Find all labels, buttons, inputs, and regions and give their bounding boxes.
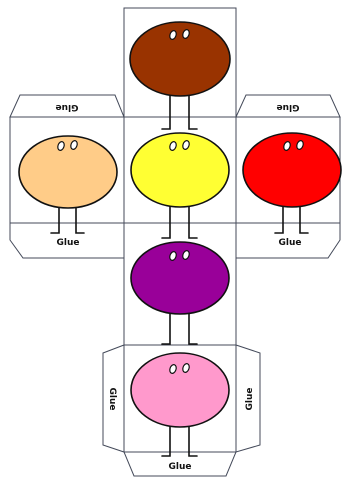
creature-yellow [130,132,230,239]
creature-leg [75,203,85,234]
creature-leg [50,203,60,234]
creature-body [129,21,231,97]
creature-leg [299,203,309,234]
left-bottom-tab [9,222,125,259]
creature-eye [169,251,177,261]
glue-label-side-left: Glue [107,388,117,411]
creature-body [18,135,118,209]
creature-leg [188,203,198,239]
creature-eye [296,140,304,150]
creature-eye [169,364,177,374]
creature-leg [161,309,171,345]
glue-label-left-bottom: Glue [57,238,80,248]
creature-body [130,352,230,428]
creature-leg [188,91,198,130]
creature-body [242,132,342,208]
glue-label-side-right: Glue [245,388,255,411]
creature-eye [182,140,190,150]
creature-peach [18,135,118,234]
creature-eye [70,140,78,150]
glue-label-right-bottom: Glue [279,238,302,248]
creature-brown [129,21,231,130]
glue-label-bottom: Glue [169,462,192,472]
creature-leg [161,421,171,457]
creature-leg [161,203,171,239]
creature-red [242,132,342,234]
glue-label-right-top: Glue [277,102,300,112]
creature-eye [182,29,190,39]
creature-body [130,132,230,208]
creature-eye [283,141,291,151]
bottom-tab [123,451,237,477]
creature-eye [169,30,177,40]
creature-eye [57,141,65,151]
creature-leg [188,421,198,457]
creature-body [130,241,230,315]
creature-pink [130,352,230,457]
creature-eye [182,363,190,373]
creature-leg [161,91,171,130]
creature-leg [188,309,198,345]
creature-purple [130,241,230,345]
creature-eye [169,141,177,151]
creature-eye [182,250,190,260]
glue-label-left-top: Glue [56,102,79,112]
creature-leg [274,203,284,234]
